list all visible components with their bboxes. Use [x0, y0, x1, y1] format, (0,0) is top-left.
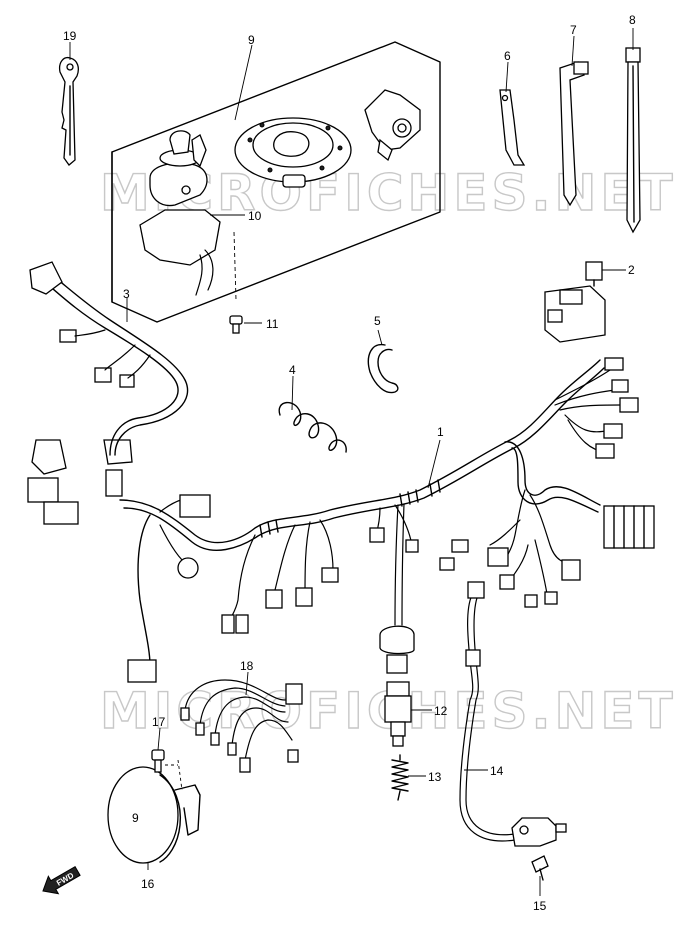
switch-12-drawing [379, 625, 415, 747]
fuel-cap-drawing [234, 117, 352, 188]
callout-7: 7 [570, 23, 577, 37]
callout-2: 2 [628, 263, 635, 277]
screw-15-drawing [531, 855, 549, 881]
callout-9: 9 [248, 33, 255, 47]
clip-5-drawing [367, 343, 399, 394]
clip-4-drawing [278, 401, 347, 453]
callout-19: 19 [63, 29, 77, 43]
callout-11: 11 [266, 317, 279, 331]
clamp-6-drawing [499, 89, 526, 166]
cable-tie-8-drawing [625, 47, 641, 234]
cable-tie-7-drawing [559, 61, 589, 207]
bolt-17-drawing [151, 749, 178, 773]
callout-18: 18 [240, 659, 254, 673]
callout-4: 4 [289, 363, 296, 377]
callout-8: 8 [629, 13, 636, 27]
lead-wire-18-drawing [180, 679, 303, 773]
key-drawing [58, 56, 79, 166]
fuse-2-drawing [585, 261, 603, 287]
harness-connectors [27, 357, 655, 683]
horn-16-drawing: 9 [107, 759, 201, 864]
spring-13-drawing [391, 754, 409, 801]
sub-harness-3-drawing [29, 261, 189, 456]
switch-14-drawing [459, 581, 567, 847]
callout-12: 12 [434, 704, 448, 718]
callout-15: 15 [533, 899, 547, 913]
horn-number-label: 9 [132, 811, 139, 825]
part-callouts: 1 2 3 4 5 6 7 8 9 10 11 12 13 14 15 16 1… [63, 13, 636, 913]
callout-10: 10 [248, 209, 262, 223]
callout-14: 14 [490, 764, 504, 778]
callout-1: 1 [437, 425, 444, 439]
leader-lines [69, 28, 634, 896]
ignition-switch-drawing [139, 130, 237, 301]
seat-lock-drawing [364, 89, 421, 162]
callout-13: 13 [428, 770, 442, 784]
callout-6: 6 [504, 49, 511, 63]
fwd-arrow: FWD [42, 865, 81, 895]
callout-5: 5 [374, 314, 381, 328]
fuse-box-drawing [544, 285, 606, 343]
callout-3: 3 [123, 287, 130, 301]
callout-16: 16 [141, 877, 155, 891]
callout-17: 17 [152, 715, 166, 729]
screw-11-drawing [229, 315, 243, 334]
